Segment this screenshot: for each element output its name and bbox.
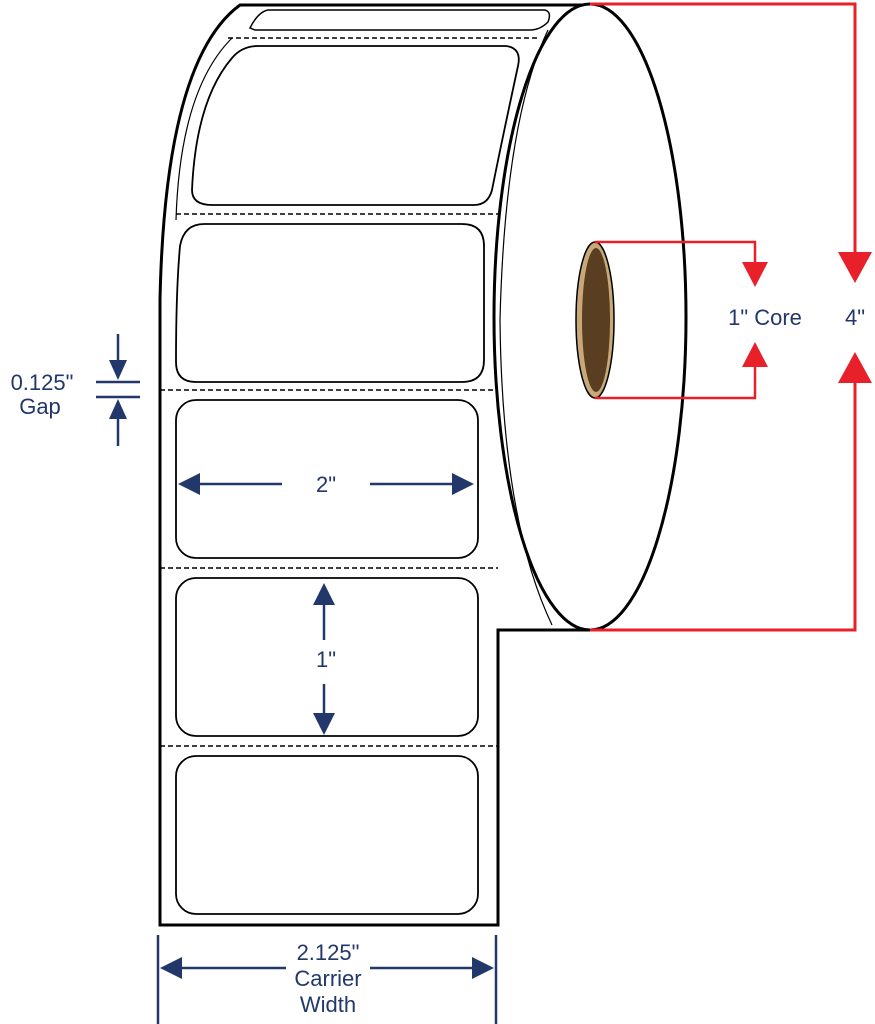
core-leader-bottom <box>595 362 757 400</box>
triangle-arrow-icon <box>838 252 872 283</box>
roll-diameter-label: 4" <box>845 305 865 330</box>
triangle-arrow-icon <box>178 473 200 495</box>
carrier-width-label-2: Carrier <box>294 966 361 991</box>
gap-value-label: 0.125" <box>11 370 74 395</box>
label-3 <box>175 399 479 559</box>
triangle-arrow-icon <box>452 473 474 495</box>
blue-dimensions <box>96 334 498 1024</box>
triangle-arrow-icon <box>838 352 872 383</box>
label-width-label: 2" <box>316 472 336 497</box>
label-4 <box>175 577 479 737</box>
red-arrowheads <box>742 252 872 383</box>
triangle-arrow-icon <box>313 583 335 605</box>
roll-diameter-dimension <box>590 2 857 632</box>
core-leader-top <box>595 240 757 266</box>
roll-face-edge-line <box>499 29 553 626</box>
triangle-arrow-icon <box>742 342 768 367</box>
label-2 <box>175 223 485 383</box>
roll-inner-edge <box>175 37 233 221</box>
triangle-arrow-icon <box>109 360 127 380</box>
labels <box>175 45 520 915</box>
core-dimension <box>595 240 757 400</box>
core-label: 1" Core <box>728 305 802 330</box>
label-1 <box>191 45 520 206</box>
triangle-arrow-icon <box>472 957 494 979</box>
triangle-arrow-icon <box>160 957 182 979</box>
triangle-arrow-icon <box>742 262 768 287</box>
carrier-width-label-3: Width <box>300 992 356 1017</box>
carrier-width-label-1: 2.125" <box>297 940 360 965</box>
triangle-arrow-icon <box>313 713 335 735</box>
label-height-label: 1" <box>316 647 336 672</box>
core-hole <box>582 248 610 392</box>
triangle-arrow-icon <box>109 399 127 419</box>
label-5 <box>175 755 479 915</box>
diameter-leader-top <box>590 2 857 262</box>
label-top-wrap <box>248 9 551 31</box>
blue-arrowheads <box>109 360 494 979</box>
gap-word-label: Gap <box>19 394 61 419</box>
perforation-lines <box>160 37 540 747</box>
diameter-leader-bottom <box>590 378 857 632</box>
